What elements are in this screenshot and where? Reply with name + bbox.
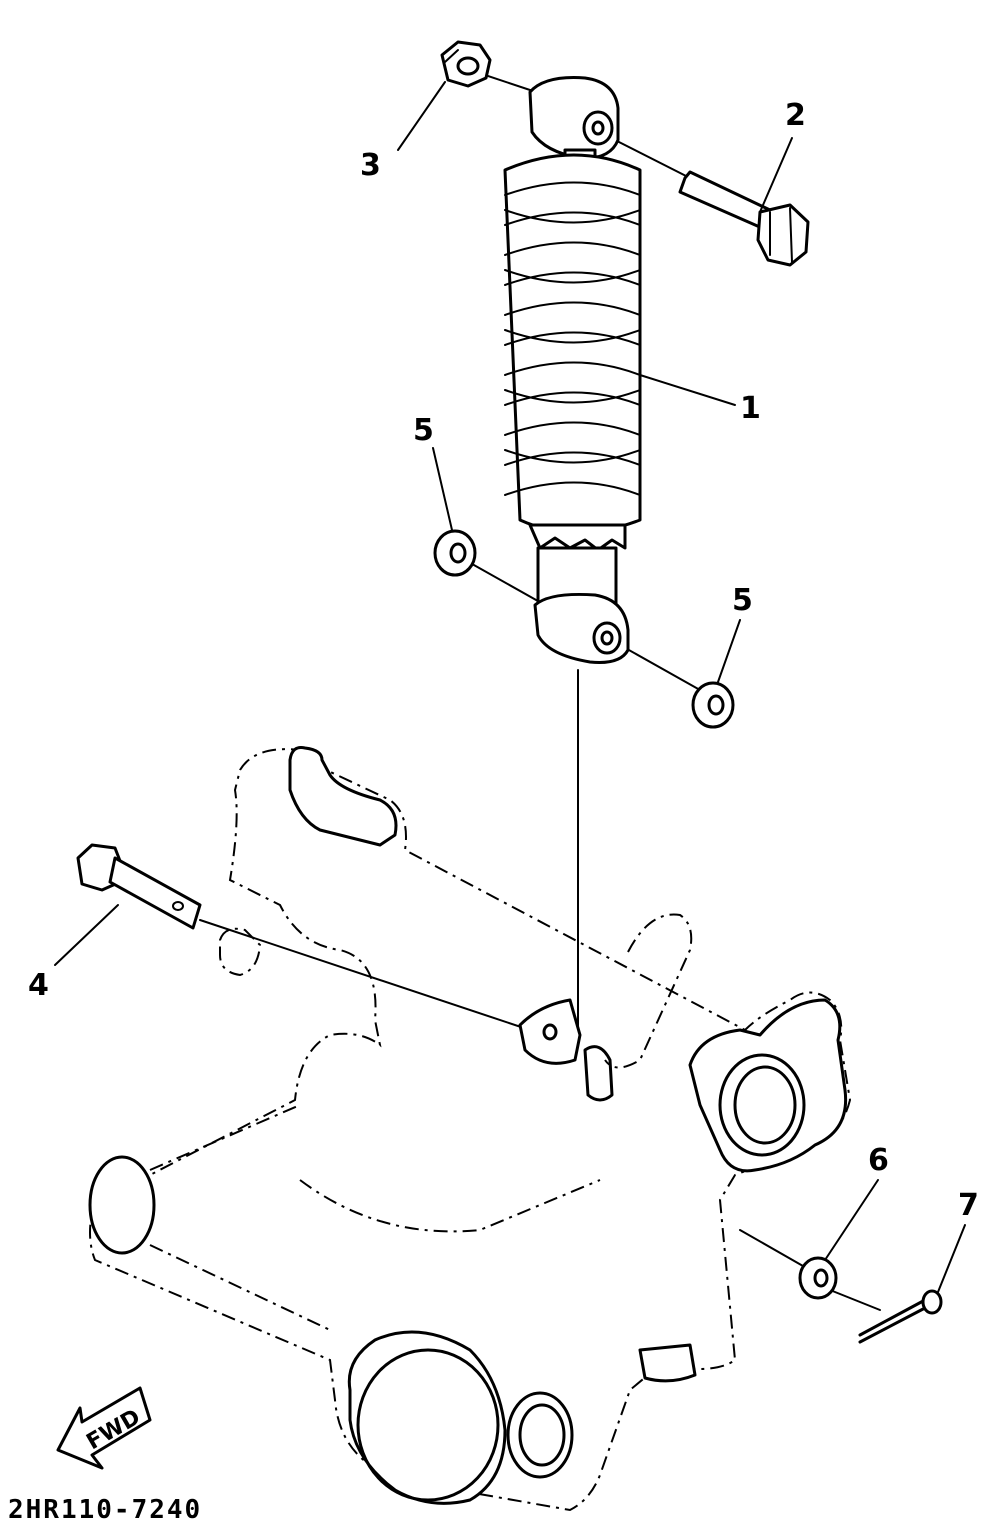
callout-2: 2 bbox=[785, 98, 806, 133]
swing-arm bbox=[88, 746, 852, 1512]
callout-7: 7 bbox=[958, 1188, 979, 1223]
diagram-reference-code: 2HR110-7240 bbox=[8, 1495, 202, 1525]
callout-5-lower: 5 bbox=[732, 583, 753, 618]
shock-absorber-part-1 bbox=[503, 76, 642, 664]
cotter-pin-part-7 bbox=[858, 1289, 943, 1344]
nut-part-3 bbox=[440, 40, 492, 88]
callout-6: 6 bbox=[868, 1143, 889, 1178]
washer-part-6 bbox=[798, 1256, 838, 1300]
washer-part-5-lower bbox=[691, 681, 735, 729]
bolt-part-4 bbox=[76, 843, 202, 930]
callout-leaders bbox=[54, 81, 966, 1293]
forward-direction-arrow: FWD bbox=[56, 1386, 152, 1470]
callout-3: 3 bbox=[360, 148, 381, 183]
washer-part-5-upper bbox=[433, 529, 477, 577]
assembly-guide-lines bbox=[199, 69, 881, 1311]
bolt-part-2 bbox=[678, 170, 810, 267]
callout-5-upper: 5 bbox=[413, 413, 434, 448]
callout-labels: 1 2 3 4 5 5 6 7 bbox=[28, 98, 979, 1223]
callout-4: 4 bbox=[28, 968, 49, 1003]
callout-1: 1 bbox=[740, 391, 761, 426]
